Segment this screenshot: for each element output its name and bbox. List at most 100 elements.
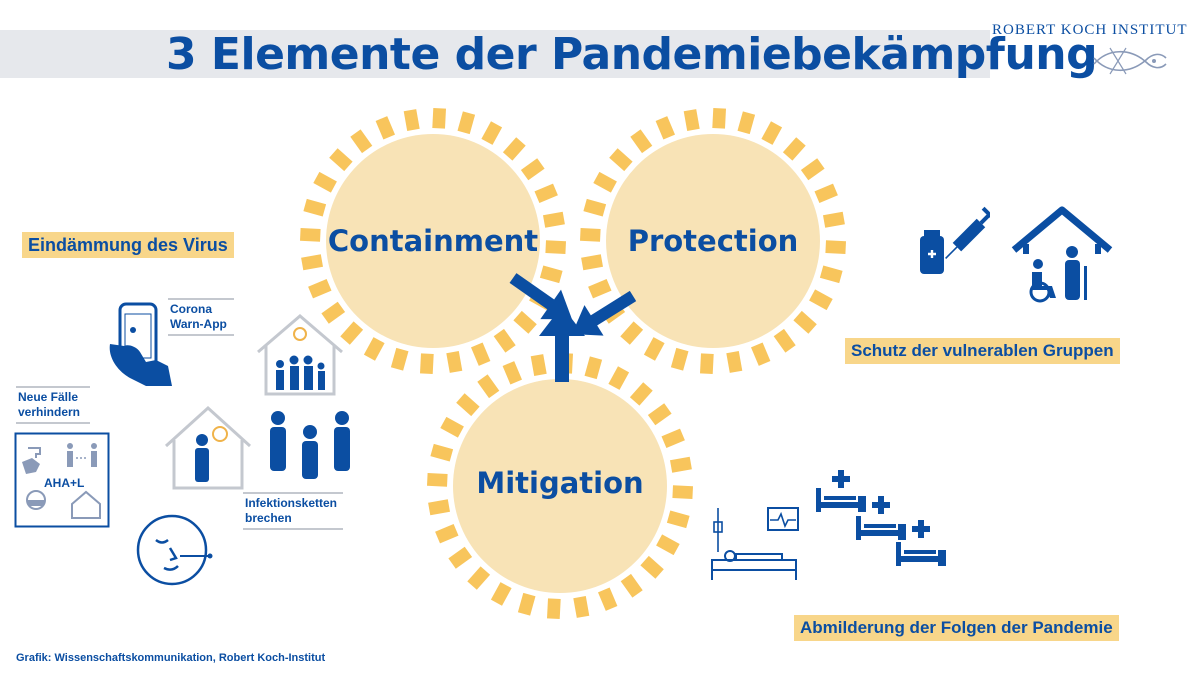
aha-l-box-icon [14, 432, 110, 528]
mitigation-ray [490, 582, 512, 606]
protection-ray [670, 347, 689, 371]
containment-sun [300, 108, 566, 374]
protection-label: Protection [627, 224, 799, 258]
containment-highlight: Eindämmung des Virus [22, 232, 234, 258]
mitigation-ray [517, 592, 536, 616]
protection-ray [825, 240, 846, 254]
containment-ray [340, 321, 364, 345]
containment-circle [326, 134, 540, 348]
containment-ray [534, 183, 558, 203]
protection-ray [581, 254, 603, 271]
mitigation-circle [453, 379, 667, 593]
containment-ray [471, 342, 491, 366]
protection-ray [630, 129, 653, 154]
title-band [0, 30, 990, 78]
containment-ray [313, 171, 337, 193]
containment-ray [303, 198, 327, 217]
mitigation-ray [620, 573, 643, 598]
protection-circle [606, 134, 820, 348]
protection-ray [583, 198, 607, 217]
mitigation-sun [427, 353, 693, 619]
mitigation-ray [661, 428, 685, 448]
protection-ray [726, 351, 743, 373]
page-title: 3 Elemente der Pandemiebekämpfung [166, 29, 1098, 80]
protection-ray [593, 171, 617, 193]
mitigation-ray [670, 456, 692, 473]
mitigation-ray [656, 534, 680, 556]
containment-ray [457, 111, 476, 135]
mitigation-ray [584, 356, 603, 380]
containment-ray [513, 310, 537, 334]
mitigation-ray [530, 354, 547, 376]
footer-credit: Grafik: Wissenschaftskommunikation, Robe… [16, 652, 326, 664]
rki-logo-text: ROBERT KOCH INSTITUT [992, 22, 1188, 38]
quarantine-house-family-icon [257, 314, 343, 396]
mitigation-label: Mitigation [476, 466, 644, 500]
smartphone-hand-icon [109, 302, 172, 386]
protection-ray [655, 116, 675, 140]
aha-l-label: AHA+L [44, 476, 85, 490]
chains-caption: Infektionsketten brechen [243, 492, 343, 530]
mitigation-ray [456, 393, 480, 417]
mitigation-ray [608, 366, 630, 390]
mitigation-ray [467, 566, 491, 590]
containment-ray [375, 116, 395, 140]
protection-ray [814, 183, 838, 203]
mitigation-ray [573, 596, 590, 618]
containment-ray [539, 265, 563, 284]
protection-ray [683, 109, 700, 131]
app-caption: Corona Warn-App [168, 298, 234, 336]
containment-label: Containment [327, 224, 539, 258]
mitigation-ray [640, 555, 664, 579]
protection-ray [737, 111, 756, 135]
mitigation-ray [502, 361, 522, 385]
protection-ray [609, 148, 633, 172]
arrow-from-mitigation-icon [539, 306, 585, 382]
mitigation-ray [448, 546, 473, 569]
containment-ray [520, 158, 545, 181]
mitigation-highlight: Abmilderung der Folgen der Pandemie [794, 615, 1119, 641]
converging-arrows [509, 273, 637, 382]
arrow-from-protection-icon [571, 290, 637, 336]
protection-ray [620, 321, 644, 345]
protection-ray [643, 337, 665, 361]
hospital-bed-patient-icon [711, 507, 799, 580]
protection-ray [793, 310, 817, 334]
containment-ray [350, 129, 373, 154]
mitigation-ray [477, 374, 500, 399]
mitigation-ray [629, 382, 653, 406]
protection-ray [782, 137, 806, 161]
mitigation-ray [647, 403, 672, 426]
containment-ray [300, 228, 321, 242]
isolated-person-house-icon [164, 405, 252, 490]
containment-ray [420, 353, 434, 374]
protection-ray [773, 328, 796, 353]
mitigation-ray [440, 416, 464, 438]
mitigation-ray [435, 524, 459, 544]
containment-ray [545, 240, 566, 254]
vaccine-syringe-icon [920, 206, 990, 274]
swab-test-face-icon [136, 514, 213, 586]
containment-ray [308, 279, 332, 299]
new-cases-caption: Neue Fälle verhindern [16, 386, 90, 424]
mitigation-ray [428, 499, 450, 516]
care-home-icon [1011, 206, 1113, 303]
protection-ray [809, 289, 833, 311]
containment-ray [403, 109, 420, 131]
containment-ray [321, 301, 346, 324]
protection-highlight: Schutz der vulnerablen Gruppen [845, 338, 1120, 364]
protection-ray [819, 265, 843, 284]
containment-ray [481, 121, 503, 145]
protection-ray [580, 228, 601, 242]
mitigation-ray [598, 587, 618, 611]
protection-sun [580, 108, 846, 374]
mitigation-ray [547, 598, 561, 619]
containment-ray [543, 211, 565, 228]
protection-ray [751, 342, 771, 366]
increasing-beds-icon [816, 470, 946, 566]
mitigation-ray [427, 473, 448, 487]
mitigation-ray [672, 485, 693, 499]
protection-ray [761, 121, 783, 145]
rki-logo-icon [1093, 47, 1167, 75]
